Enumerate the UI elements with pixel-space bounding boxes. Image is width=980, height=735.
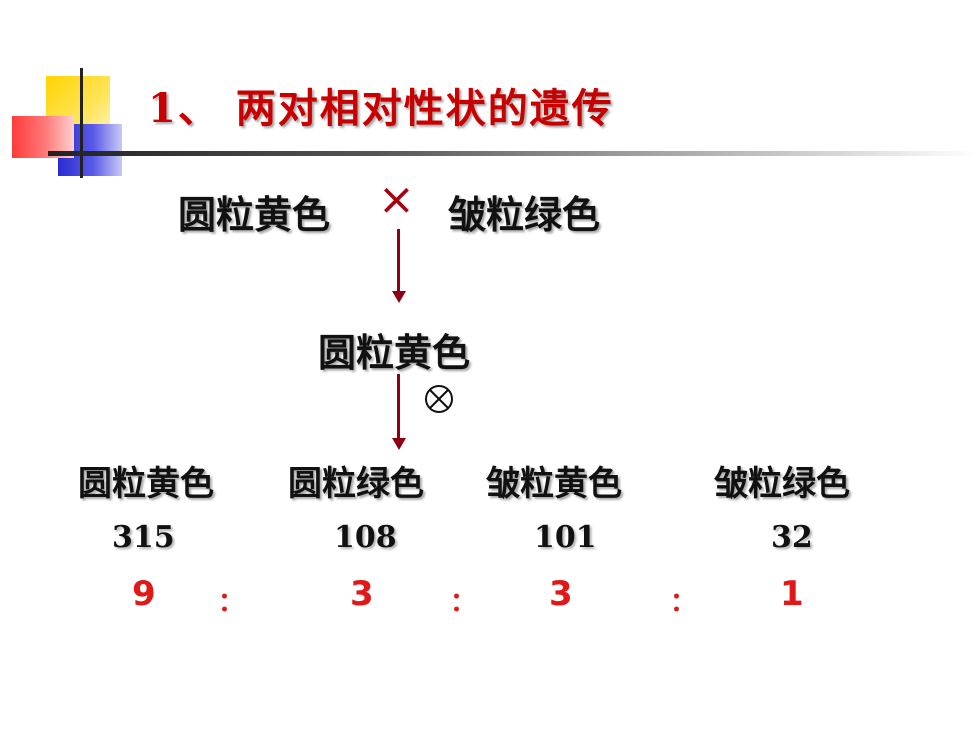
f2-count-3: 101: [534, 520, 597, 555]
ratio-separator-2: ：: [450, 588, 477, 618]
title-underline: [48, 151, 978, 156]
f2-phenotype-2: 圆粒绿色: [288, 464, 424, 504]
parent-2-phenotype: 皱粒绿色: [448, 192, 601, 237]
cross-symbol: ×: [378, 174, 415, 225]
f2-phenotype-4: 皱粒绿色: [714, 464, 850, 504]
f2-phenotype-1: 圆粒黄色: [78, 464, 214, 504]
f2-ratio-2: 3: [350, 574, 374, 614]
slide-title: 1、 两对相对性状的遗传: [148, 85, 614, 132]
f2-ratio-1: 9: [132, 574, 156, 614]
f2-ratio-4: 1: [780, 574, 804, 614]
arrow-p-to-f1: [392, 229, 406, 303]
f2-ratio-3: 3: [549, 574, 573, 614]
decor-vertical-line: [80, 68, 83, 178]
ratio-separator-1: ：: [218, 588, 245, 618]
f2-count-4: 32: [771, 520, 813, 555]
f2-phenotype-3: 皱粒黄色: [486, 464, 622, 504]
arrow-f1-to-f2: [392, 374, 406, 450]
circled-times-icon: [425, 385, 453, 413]
f2-count-1: 315: [112, 520, 175, 555]
ratio-separator-3: ：: [670, 588, 697, 618]
f1-phenotype: 圆粒黄色: [318, 330, 471, 375]
parent-1-phenotype: 圆粒黄色: [178, 192, 331, 237]
f2-count-2: 108: [334, 520, 397, 555]
